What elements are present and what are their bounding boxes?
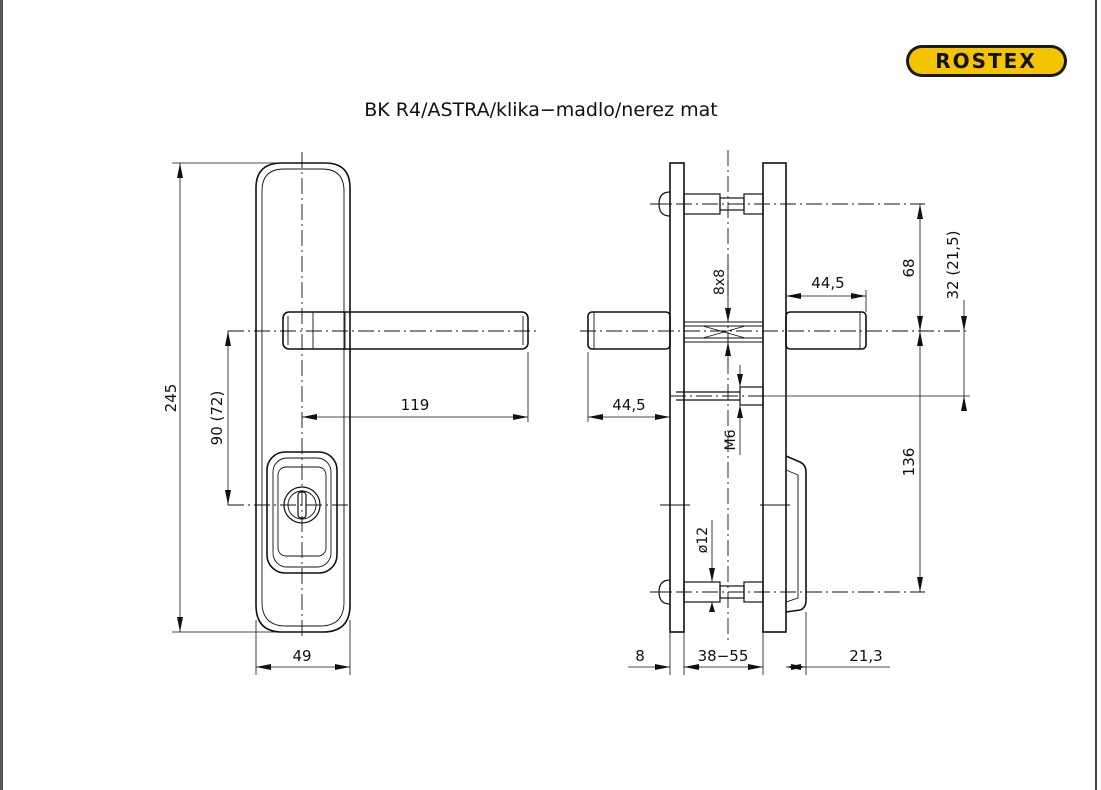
arrow (177, 163, 183, 178)
dim-shank-left: 44,5 (612, 396, 645, 414)
outer-handle-stub (587, 311, 671, 350)
arrow (256, 664, 271, 670)
escutcheon-recess (277, 466, 327, 557)
dim-cylinder-projection: 21,3 (849, 647, 882, 665)
dim-shank-right: 44,5 (811, 274, 844, 292)
inner-handle-stub (785, 311, 867, 350)
arrow (961, 396, 967, 411)
arrow (917, 331, 923, 346)
arrow (737, 374, 743, 387)
dim-lower-span: 136 (900, 448, 918, 477)
arrow (786, 664, 801, 670)
arrow (748, 664, 763, 670)
logo-badge (909, 48, 1064, 74)
arrow (225, 331, 231, 346)
escutcheon-inner (272, 457, 332, 568)
dim-square-spindle: 8x8 (712, 269, 728, 295)
arrow (725, 342, 731, 356)
dim-pin-diameter: ø12 (695, 527, 711, 553)
arrow (177, 617, 183, 632)
cylinder-cover-inner (785, 469, 799, 603)
arrow (917, 577, 923, 592)
page-edge-left (0, 0, 3, 790)
arrow (655, 414, 670, 420)
page-edge-right (1095, 0, 1097, 790)
dim-screw-thread: M6 (723, 429, 739, 450)
cylinder-cover-profile (785, 455, 807, 613)
rostex-logo: ROSTEX (906, 45, 1067, 77)
plate-inner-outline (261, 168, 345, 627)
outer-plate-section (669, 162, 685, 633)
dim-height-total: 245 (162, 384, 180, 413)
arrow (961, 316, 967, 331)
arrow (851, 293, 866, 299)
dim-hole-spacing: 90 (72) (208, 391, 226, 446)
arrow (917, 316, 923, 331)
arrow (725, 308, 731, 322)
arrow (786, 293, 801, 299)
dim-plate-width: 49 (292, 647, 311, 665)
plate-outline (255, 162, 351, 633)
dim-handle-offset: 32 (21,5) (944, 231, 962, 300)
lever-handle (282, 311, 529, 350)
front-view: 245 90 (72) 119 49 (162, 152, 540, 675)
cylinder-escutcheon (266, 451, 338, 574)
side-view: 8x8 M6 ø12 44,5 44,5 68 3 (580, 150, 970, 675)
arrow (917, 204, 923, 219)
arrow (709, 602, 715, 612)
arrow (655, 664, 670, 670)
dim-top-offset: 68 (900, 258, 918, 277)
arrow (709, 568, 715, 582)
arrow (225, 490, 231, 505)
dim-plate-thickness: 8 (635, 647, 645, 665)
arrow (513, 414, 528, 420)
arrow (335, 664, 350, 670)
arrow (737, 405, 743, 418)
spindle-cross (702, 325, 746, 339)
arrow (302, 414, 317, 420)
dim-door-thickness: 38−55 (698, 647, 749, 665)
arrow (588, 414, 603, 420)
drawing-title: BK R4/ASTRA/klika−madlo/nerez mat (364, 99, 717, 121)
inner-plate-section (762, 162, 787, 633)
logo-text: ROSTEX (935, 49, 1037, 73)
dim-handle-length: 119 (401, 396, 430, 414)
